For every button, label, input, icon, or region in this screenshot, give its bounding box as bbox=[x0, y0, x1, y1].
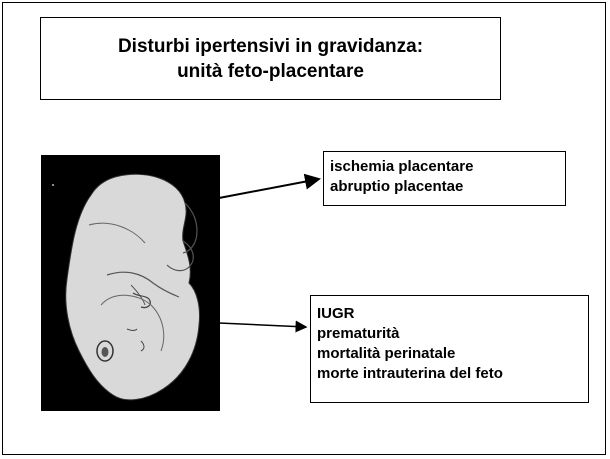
fetal-effect-item: mortalità perinatale bbox=[317, 344, 582, 364]
placental-effect-item: ischemia placentare bbox=[330, 157, 559, 177]
arrow-to-placenta-box bbox=[219, 179, 319, 198]
placental-effects-box: ischemia placentare abruptio placentae bbox=[323, 151, 566, 206]
slide: Disturbi ipertensivi in gravidanza: unit… bbox=[2, 2, 606, 455]
placental-effect-item: abruptio placentae bbox=[330, 177, 559, 197]
fetal-effects-box: IUGR prematurità mortalità perinatale mo… bbox=[310, 295, 589, 403]
fetal-effect-item: morte intrauterina del feto bbox=[317, 364, 582, 384]
fetal-effect-item: IUGR bbox=[317, 304, 582, 324]
fetal-effect-item: prematurità bbox=[317, 324, 582, 344]
arrow-to-fetus-box bbox=[219, 323, 306, 327]
